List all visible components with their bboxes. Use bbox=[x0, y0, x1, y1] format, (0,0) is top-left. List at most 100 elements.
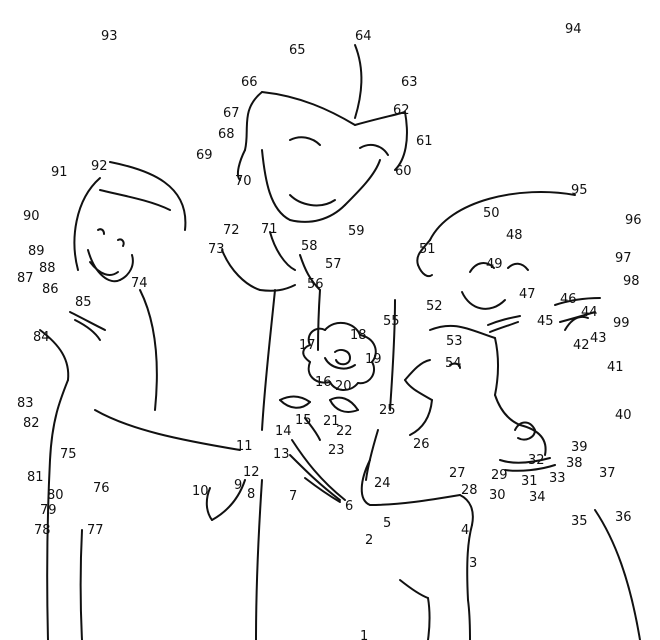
dot-label-75: 75 bbox=[60, 447, 77, 462]
dot-5 bbox=[378, 521, 381, 524]
dot-95 bbox=[566, 188, 569, 191]
dot-51 bbox=[414, 247, 417, 250]
dot-45 bbox=[532, 319, 535, 322]
dot-label-31: 31 bbox=[521, 474, 538, 489]
dot-18 bbox=[345, 333, 348, 336]
dot-79 bbox=[35, 508, 38, 511]
dot-61 bbox=[411, 139, 414, 142]
dot-6 bbox=[340, 504, 343, 507]
dot-63 bbox=[396, 80, 399, 83]
dot-label-99: 99 bbox=[613, 316, 630, 331]
dot-label-50: 50 bbox=[483, 206, 500, 221]
dot-55 bbox=[378, 319, 381, 322]
dot-97 bbox=[610, 256, 613, 259]
dot-label-16: 16 bbox=[315, 375, 332, 390]
dot-label-8: 8 bbox=[247, 487, 255, 502]
dot-label-93: 93 bbox=[101, 29, 118, 44]
dot-label-1: 1 bbox=[360, 629, 368, 640]
dot-50 bbox=[478, 211, 481, 214]
dot-58 bbox=[296, 244, 299, 247]
dot-label-25: 25 bbox=[379, 403, 396, 418]
dot-label-26: 26 bbox=[413, 437, 430, 452]
dot-85 bbox=[70, 300, 73, 303]
dot-4 bbox=[456, 528, 459, 531]
dot-label-77: 77 bbox=[87, 523, 104, 538]
dot-label-23: 23 bbox=[328, 443, 345, 458]
dot-label-43: 43 bbox=[590, 331, 607, 346]
dot-65 bbox=[284, 48, 287, 51]
dot-label-58: 58 bbox=[301, 239, 318, 254]
dot-39 bbox=[566, 445, 569, 448]
dot-9 bbox=[229, 483, 232, 486]
dot-label-88: 88 bbox=[39, 261, 56, 276]
dot-label-41: 41 bbox=[607, 360, 624, 375]
dot-41 bbox=[602, 365, 605, 368]
dot-label-5: 5 bbox=[383, 516, 391, 531]
dot-42 bbox=[568, 343, 571, 346]
dot-84 bbox=[28, 335, 31, 338]
dot-label-84: 84 bbox=[33, 330, 50, 345]
dot-label-3: 3 bbox=[469, 556, 477, 571]
dot-label-46: 46 bbox=[560, 292, 577, 307]
dot-31 bbox=[516, 479, 519, 482]
dot-69 bbox=[191, 153, 194, 156]
dot-66 bbox=[236, 80, 239, 83]
dot-label-22: 22 bbox=[336, 424, 353, 439]
dot-label-40: 40 bbox=[615, 408, 632, 423]
dot-label-59: 59 bbox=[348, 224, 365, 239]
dot-label-95: 95 bbox=[571, 183, 588, 198]
dot-30 bbox=[484, 493, 487, 496]
dot-label-36: 36 bbox=[615, 510, 632, 525]
dot-23 bbox=[323, 448, 326, 451]
dot-10 bbox=[187, 489, 190, 492]
dot-label-9: 9 bbox=[234, 478, 242, 493]
dot-label-38: 38 bbox=[566, 456, 583, 471]
dot-label-49: 49 bbox=[486, 257, 503, 272]
dot-label-92: 92 bbox=[91, 159, 108, 174]
dot-label-91: 91 bbox=[51, 165, 68, 180]
dot-7 bbox=[284, 494, 287, 497]
dot-label-28: 28 bbox=[461, 483, 478, 498]
dot-87 bbox=[12, 276, 15, 279]
dot-53 bbox=[441, 339, 444, 342]
dot-47 bbox=[514, 292, 517, 295]
dot-19 bbox=[360, 357, 363, 360]
dot-label-69: 69 bbox=[196, 148, 213, 163]
dot-label-6: 6 bbox=[345, 499, 353, 514]
dot-label-90: 90 bbox=[23, 209, 40, 224]
dot-label-4: 4 bbox=[461, 523, 469, 538]
dot-label-57: 57 bbox=[325, 257, 342, 272]
dot-94 bbox=[560, 27, 563, 30]
dot-52 bbox=[421, 304, 424, 307]
dot-label-13: 13 bbox=[273, 447, 290, 462]
dot-90 bbox=[18, 214, 21, 217]
dot-label-7: 7 bbox=[289, 489, 297, 504]
dot-label-11: 11 bbox=[236, 439, 253, 454]
dot-label-48: 48 bbox=[506, 228, 523, 243]
dot-label-20: 20 bbox=[335, 379, 352, 394]
dot-label-76: 76 bbox=[93, 481, 110, 496]
dot-71 bbox=[256, 227, 259, 230]
dot-label-62: 62 bbox=[393, 103, 410, 118]
dot-36 bbox=[610, 515, 613, 518]
dot-label-34: 34 bbox=[529, 490, 546, 505]
dot-37 bbox=[594, 471, 597, 474]
dot-25 bbox=[374, 408, 377, 411]
dot-27 bbox=[444, 471, 447, 474]
dot-81 bbox=[22, 475, 25, 478]
dot-label-47: 47 bbox=[519, 287, 536, 302]
dot-label-12: 12 bbox=[243, 465, 260, 480]
dot-label-39: 39 bbox=[571, 440, 588, 455]
dot-2 bbox=[360, 538, 363, 541]
dot-57 bbox=[320, 262, 323, 265]
dot-label-83: 83 bbox=[17, 396, 34, 411]
dot-label-82: 82 bbox=[23, 416, 40, 431]
dot-40 bbox=[610, 413, 613, 416]
dot-label-30: 30 bbox=[489, 488, 506, 503]
dot-76 bbox=[88, 486, 91, 489]
dot-72 bbox=[218, 228, 221, 231]
dot-label-52: 52 bbox=[426, 299, 443, 314]
dot-88 bbox=[34, 266, 37, 269]
